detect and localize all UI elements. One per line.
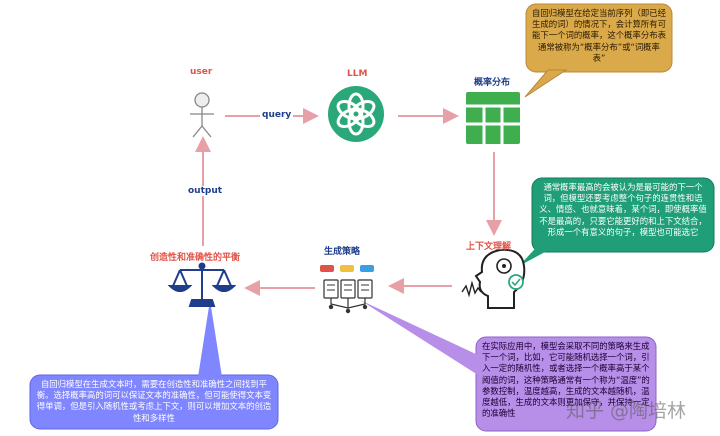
prob-note-bubble-shape bbox=[524, 3, 673, 98]
output-edge-label: output bbox=[186, 186, 225, 196]
strategy-icon bbox=[320, 265, 374, 314]
watermark: 知乎 @陶培林 bbox=[566, 400, 687, 422]
strategy-note: 在实际应用中，模型会采取不同的策略来生成下一个词，比如，它可能随机选择一个词，引… bbox=[482, 341, 650, 419]
balance-scale-icon bbox=[167, 262, 237, 307]
strategy-label: 生成策略 bbox=[324, 247, 361, 257]
probability-table-icon bbox=[466, 92, 520, 144]
user-label: user bbox=[190, 67, 213, 77]
prob-note: 自回归模型在给定当前序列（即已经生成的词）的情况下，会计算所有可能下一个词的概率… bbox=[532, 8, 666, 63]
query-edge-label: query bbox=[260, 110, 294, 120]
llm-icon bbox=[328, 86, 384, 142]
balance-note-bubble-shape bbox=[29, 300, 279, 430]
context-note-bubble-shape bbox=[519, 177, 715, 266]
prob-dist-label: 概率分布 bbox=[474, 78, 511, 88]
user-icon bbox=[190, 92, 214, 138]
llm-label: LLM bbox=[347, 69, 368, 79]
context-note: 通常概率最高的会被认为是最可能的下一个词，但模型还要考虑整个句子的连贯性和语义、… bbox=[539, 182, 707, 237]
head-gear-icon bbox=[461, 248, 526, 309]
context-label: 上下文理解 bbox=[466, 242, 512, 252]
balance-note: 自回归模型在生成文本时，需要在创造性和准确性之间找到平衡。选择概率高的词可以保证… bbox=[36, 379, 272, 423]
balance-label: 创造性和准确性的平衡 bbox=[150, 253, 241, 263]
strategy-note-bubble-shape bbox=[360, 300, 657, 432]
